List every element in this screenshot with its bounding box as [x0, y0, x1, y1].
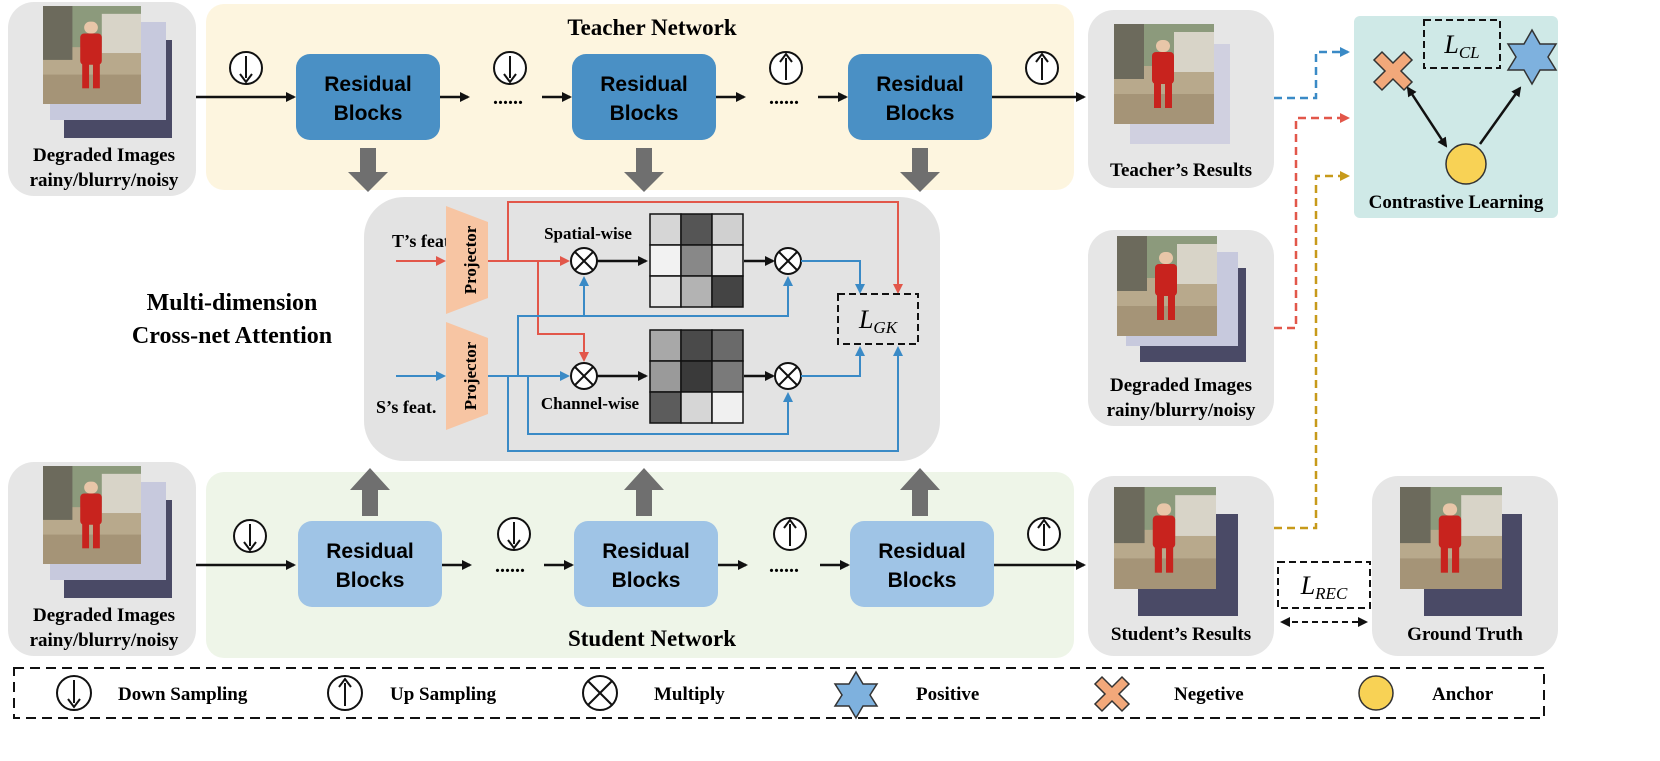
student-ellipsis-2: ......: [769, 555, 799, 577]
ground-truth-label: Ground Truth: [1407, 624, 1523, 645]
student-feature-arrows: [350, 468, 940, 516]
legend-anchor-label: Anchor: [1432, 684, 1494, 705]
teacher-feature-arrows: [348, 148, 940, 192]
channel-wise-label: Channel-wise: [541, 394, 640, 413]
attention-internals: T’s feat. S’s feat. Projector Projector: [376, 201, 919, 452]
legend-negative-label: Negetive: [1174, 684, 1244, 705]
student-input-line2: rainy/blurry/noisy: [30, 630, 179, 651]
positive-icon: [1506, 28, 1558, 86]
student-to-contrastive-link: [1274, 171, 1350, 530]
student-block-1-line2: Blocks: [336, 569, 405, 592]
student-network-title: Student Network: [568, 626, 736, 651]
student-block-2-line2: Blocks: [612, 569, 681, 592]
teacher-ellipsis-1: ......: [493, 87, 523, 109]
student-block-1-line1: Residual: [326, 540, 414, 563]
up-sample-icon: [769, 51, 803, 85]
legend-negative-icon: [1093, 675, 1131, 713]
student-block-3-line1: Residual: [878, 540, 966, 563]
multiply-icon: [570, 362, 598, 390]
legend-down-icon: [56, 675, 92, 711]
teacher-projector: [446, 206, 488, 314]
up-sample-icon: [1027, 517, 1061, 551]
student-residual-block-2: [574, 521, 718, 607]
teacher-residual-block-3: [848, 54, 992, 140]
legend-up-icon: [327, 675, 363, 711]
teacher-residual-block-1: [296, 54, 440, 140]
teacher-input-line1: Degraded Images: [33, 145, 175, 166]
loss-gk-box: [837, 293, 919, 345]
anchor-icon: [1445, 143, 1487, 185]
student-residual-block-3: [850, 521, 994, 607]
teacher-results-card: Teacher’s Results: [1088, 10, 1274, 188]
legend-multiply-label: Multiply: [654, 684, 725, 705]
degraded-images-line1: Degraded Images: [1110, 375, 1252, 396]
degraded-to-contrastive-link: [1274, 113, 1350, 330]
loss-rec-box: [1277, 561, 1371, 609]
student-residual-block-1: [298, 521, 442, 607]
loss-cl-label: LCL: [1443, 30, 1479, 62]
down-sample-icon: [493, 51, 527, 85]
channel-attention-matrix: [649, 329, 744, 424]
student-results-label: Student’s Results: [1111, 624, 1251, 645]
teacher-projector-label: Projector: [461, 225, 480, 294]
loss-gk-label: LGK: [858, 305, 899, 337]
up-sample-icon: [773, 517, 807, 551]
student-projector: [446, 322, 488, 430]
attention-title-line2: Cross-net Attention: [132, 323, 332, 349]
ground-truth-card: Ground Truth: [1372, 476, 1558, 656]
down-sample-icon: [233, 519, 267, 553]
anchor-negative-arrow: [1406, 86, 1448, 148]
legend-positive-icon: [833, 670, 879, 720]
loss-rec-label: LREC: [1300, 571, 1348, 603]
student-input-card: Degraded Images rainy/blurry/noisy: [8, 462, 196, 656]
negative-icon: [1372, 50, 1414, 92]
spatial-attention-matrix: [649, 213, 744, 308]
teacher-ellipsis-2: ......: [769, 87, 799, 109]
teacher-block-3-line1: Residual: [876, 73, 964, 96]
student-block-3-line2: Blocks: [888, 569, 957, 592]
anchor-positive-arrow: [1478, 86, 1522, 145]
degraded-images-card: Degraded Images rainy/blurry/noisy: [1088, 230, 1274, 426]
teacher-block-1-line2: Blocks: [334, 102, 403, 125]
teacher-input-line2: rainy/blurry/noisy: [30, 170, 179, 191]
teacher-pipeline: Residual Blocks ...... Residual Blocks .…: [196, 51, 1086, 140]
loss-cl-box: [1423, 19, 1501, 69]
t-feat-label: T’s feat.: [392, 231, 454, 251]
contrastive-label: Contrastive Learning: [1369, 192, 1544, 213]
multiply-icon: [774, 247, 802, 275]
student-block-2-line1: Residual: [602, 540, 690, 563]
up-sample-icon: [1025, 51, 1059, 85]
spatial-wise-label: Spatial-wise: [544, 224, 632, 243]
student-results-card: Student’s Results: [1088, 476, 1274, 656]
attention-title-line1: Multi-dimension: [147, 290, 318, 316]
teacher-residual-block-2: [572, 54, 716, 140]
s-feat-label: S’s feat.: [376, 397, 436, 417]
legend: Down Sampling Up Sampling Multiply Posit…: [56, 670, 1494, 720]
legend-anchor-icon: [1358, 675, 1394, 711]
down-sample-icon: [497, 517, 531, 551]
down-sample-icon: [229, 51, 263, 85]
teacher-to-contrastive-link: [1274, 47, 1350, 100]
student-projector-label: Projector: [461, 341, 480, 410]
multiply-icon: [774, 362, 802, 390]
degraded-images-line2: rainy/blurry/noisy: [1107, 400, 1256, 421]
legend-down-label: Down Sampling: [118, 684, 248, 705]
teacher-block-2-line2: Blocks: [610, 102, 679, 125]
legend-box: [13, 667, 1545, 719]
teacher-network-title: Teacher Network: [567, 15, 736, 40]
student-input-line1: Degraded Images: [33, 605, 175, 626]
teacher-block-2-line1: Residual: [600, 73, 688, 96]
student-ellipsis-1: ......: [495, 555, 525, 577]
student-pipeline: Residual Blocks ...... Residual Blocks .…: [196, 517, 1086, 607]
legend-up-label: Up Sampling: [390, 684, 497, 705]
legend-positive-label: Positive: [916, 684, 979, 705]
teacher-results-label: Teacher’s Results: [1110, 160, 1252, 181]
teacher-input-card: Degraded Images rainy/blurry/noisy: [8, 2, 196, 196]
multiply-icon: [570, 247, 598, 275]
teacher-block-1-line1: Residual: [324, 73, 412, 96]
legend-multiply-icon: [582, 675, 618, 711]
teacher-block-3-line2: Blocks: [886, 102, 955, 125]
